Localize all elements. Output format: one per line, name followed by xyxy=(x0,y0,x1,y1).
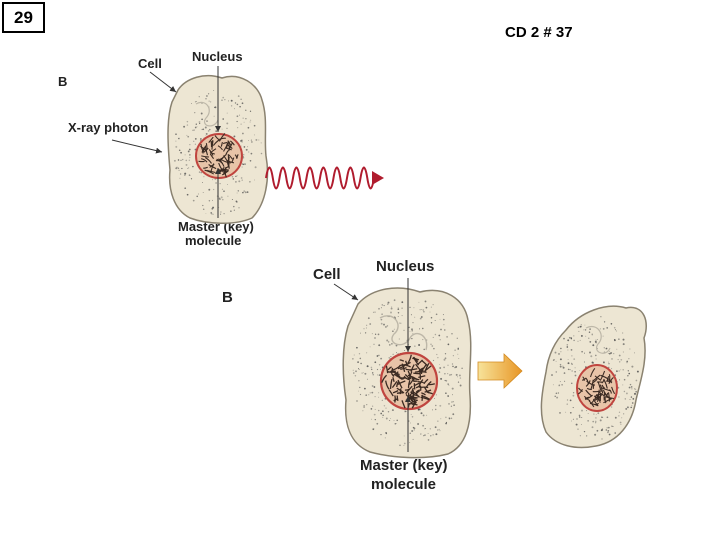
top-diagram: B Cell Nucleus X-ray photon Master (key)… xyxy=(58,49,384,248)
top-er-strands xyxy=(195,101,219,127)
result-nucleus-chromatin xyxy=(578,367,616,408)
result-er-strands xyxy=(585,326,611,354)
slide-number: 29 xyxy=(2,2,45,33)
bottom-molecule-label-line2: molecule xyxy=(371,476,436,493)
bottom-er-strands xyxy=(379,315,428,351)
bottom-diagram: B Cell Nucleus Master (key) molecule xyxy=(222,258,647,493)
top-photon-pointer xyxy=(111,139,163,154)
transition-arrow-icon xyxy=(477,353,523,389)
top-nucleus-chromatin xyxy=(198,133,239,178)
bottom-cell-pointer xyxy=(333,283,359,301)
top-cell-label: Cell xyxy=(138,56,162,71)
top-nucleus-label: Nucleus xyxy=(192,49,243,64)
bottom-panel-letter: B xyxy=(222,289,233,306)
photon-wave-arrowhead xyxy=(372,171,384,185)
bottom-nucleus-chromatin xyxy=(381,354,436,409)
slide-code: CD 2 # 37 xyxy=(505,24,573,41)
bottom-nucleus-label: Nucleus xyxy=(376,258,434,275)
top-cell-pointer xyxy=(149,71,177,93)
top-photon-label: X-ray photon xyxy=(68,120,148,135)
bottom-molecule-label-line1: Master (key) xyxy=(360,457,448,474)
top-molecule-label-line2: molecule xyxy=(185,233,241,248)
photon-wave xyxy=(265,166,375,190)
bottom-cell-label: Cell xyxy=(313,266,341,283)
result-cytoplasm-stipple xyxy=(551,316,639,440)
top-panel-letter: B xyxy=(58,74,67,89)
